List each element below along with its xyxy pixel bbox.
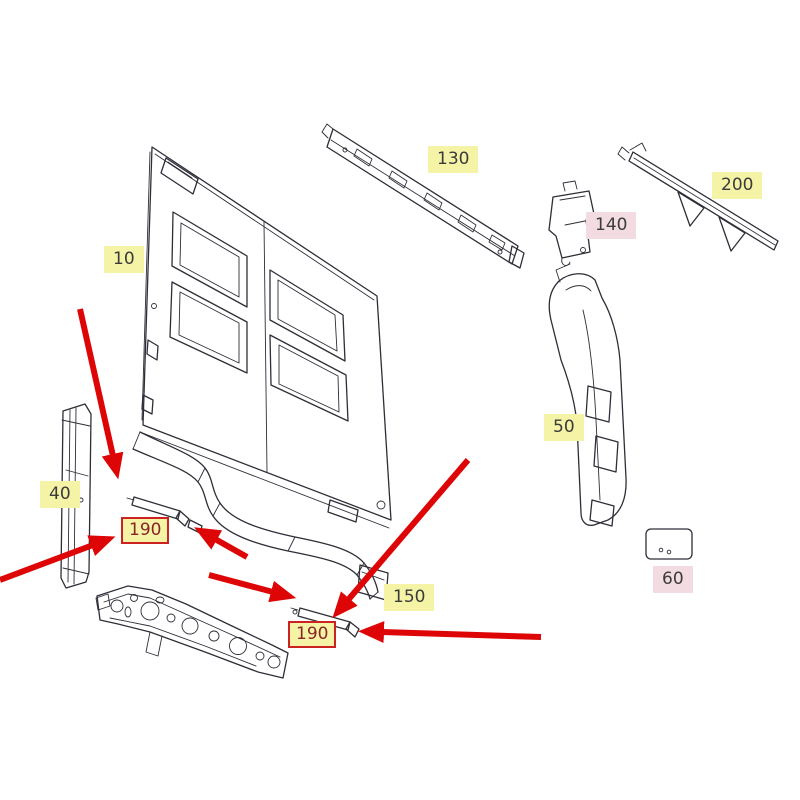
part-label-190-left-highlighted: 190 xyxy=(121,517,170,544)
pointer-arrow-6 xyxy=(358,621,542,644)
part-label-10: 10 xyxy=(104,246,144,273)
part-label-130: 130 xyxy=(428,146,479,173)
part-label-60: 60 xyxy=(653,566,693,593)
part-label-200: 200 xyxy=(712,172,763,199)
pointer-arrows xyxy=(0,308,542,644)
part-label-140: 140 xyxy=(586,212,637,239)
pointer-arrow-5 xyxy=(332,458,471,619)
pointer-arrow-4 xyxy=(208,572,297,603)
rail-200-drawing xyxy=(617,142,779,252)
part-label-50: 50 xyxy=(544,414,584,441)
rear-panel-10-drawing xyxy=(132,146,392,600)
part-label-40: 40 xyxy=(40,481,80,508)
upper-rail-130-drawing xyxy=(321,123,525,269)
part-label-190-right-highlighted: 190 xyxy=(288,621,337,648)
pointer-arrow-3 xyxy=(194,527,249,560)
plate-60-drawing xyxy=(645,528,693,560)
part-label-150: 150 xyxy=(384,584,435,611)
bracket-140-drawing xyxy=(548,180,595,266)
pointer-arrow-1 xyxy=(77,308,124,480)
pillar-50-drawing xyxy=(548,263,627,527)
pointer-arrow-2 xyxy=(0,535,116,583)
